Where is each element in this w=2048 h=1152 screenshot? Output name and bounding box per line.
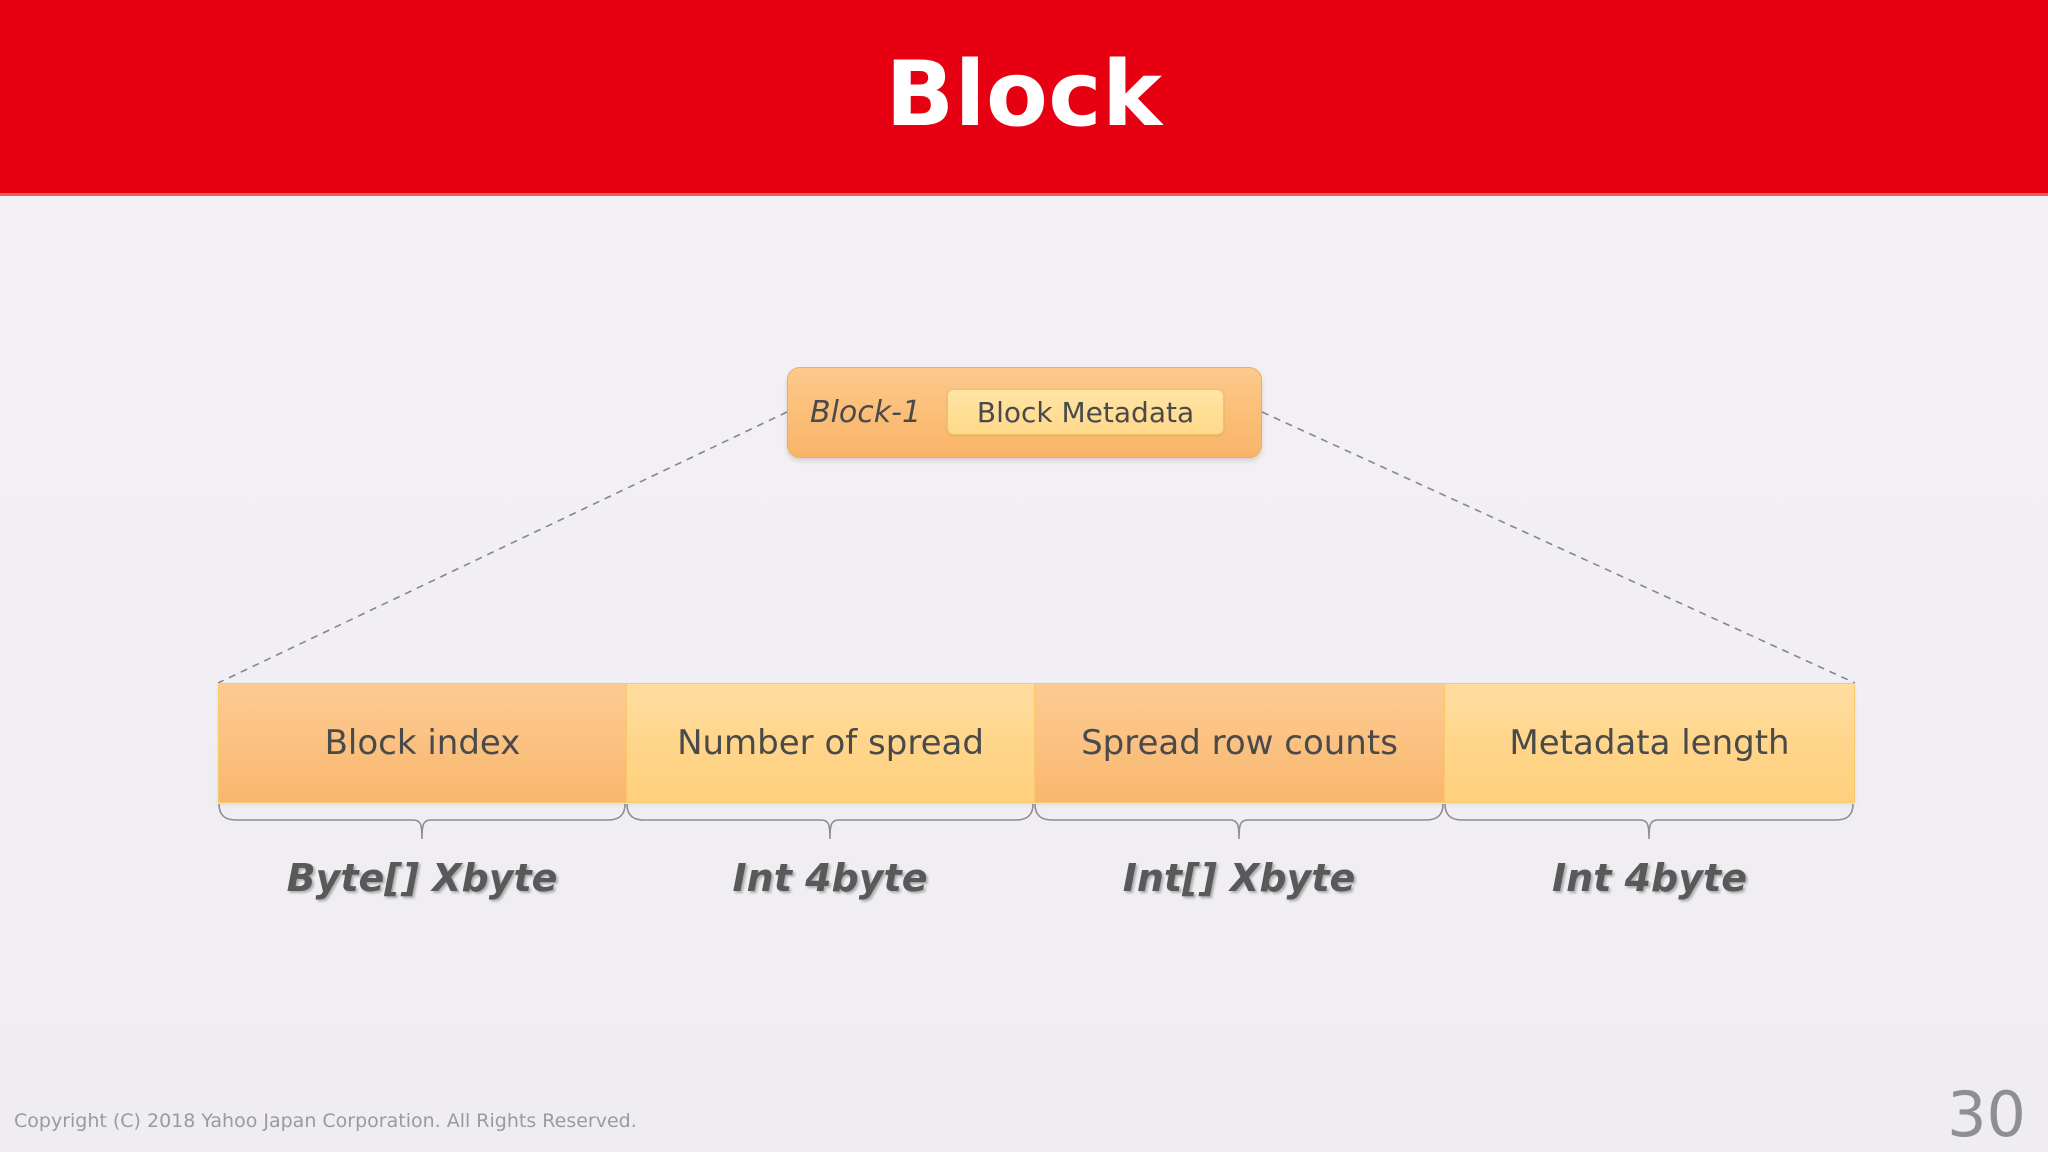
type-label-spread-row-counts: Int[] Xbyte [1122, 856, 1356, 900]
connector-line-left [217, 411, 788, 684]
copyright-notice: Copyright (C) 2018 Yahoo Japan Corporati… [14, 1110, 637, 1132]
bar-segment-label: Block index [324, 723, 521, 763]
bar-segment-block-index[interactable]: Block index [218, 683, 626, 803]
curly-brace-down-icon [1444, 803, 1854, 840]
type-label-block-index: Byte[] Xbyte [286, 856, 558, 900]
bar-segment-label: Number of spread [677, 723, 984, 763]
brace-group [218, 803, 1854, 840]
title-banner: Block [0, 0, 2048, 196]
curly-brace-down-icon [218, 803, 626, 840]
curly-brace-down-icon [626, 803, 1034, 840]
byte-layout-bar: Block index Number of spread Spread row … [218, 683, 1855, 803]
bar-segment-spread-row-counts[interactable]: Spread row counts [1034, 683, 1444, 803]
type-label-row: Byte[] Xbyte Int 4byte Int[] Xbyte Int 4… [218, 848, 1855, 908]
block-name-label: Block-1 [810, 395, 922, 430]
block-metadata-chip[interactable]: Block Metadata [947, 389, 1224, 435]
bar-segment-label: Spread row counts [1081, 723, 1398, 763]
connector-line-right [1261, 411, 1856, 684]
bar-segment-metadata-length[interactable]: Metadata length [1444, 683, 1855, 803]
page-number: 30 [1947, 1078, 2026, 1151]
type-label-metadata-length: Int 4byte [1552, 856, 1747, 900]
block-metadata-label: Block Metadata [976, 395, 1195, 429]
curly-brace-down-icon [1034, 803, 1444, 840]
bar-segment-label: Metadata length [1509, 723, 1790, 763]
type-label-number-of-spread: Int 4byte [732, 856, 928, 900]
block-summary-box[interactable]: Block-1 Block Metadata [787, 367, 1262, 458]
page-title: Block [885, 42, 1163, 147]
bar-segment-number-of-spread[interactable]: Number of spread [626, 683, 1034, 803]
